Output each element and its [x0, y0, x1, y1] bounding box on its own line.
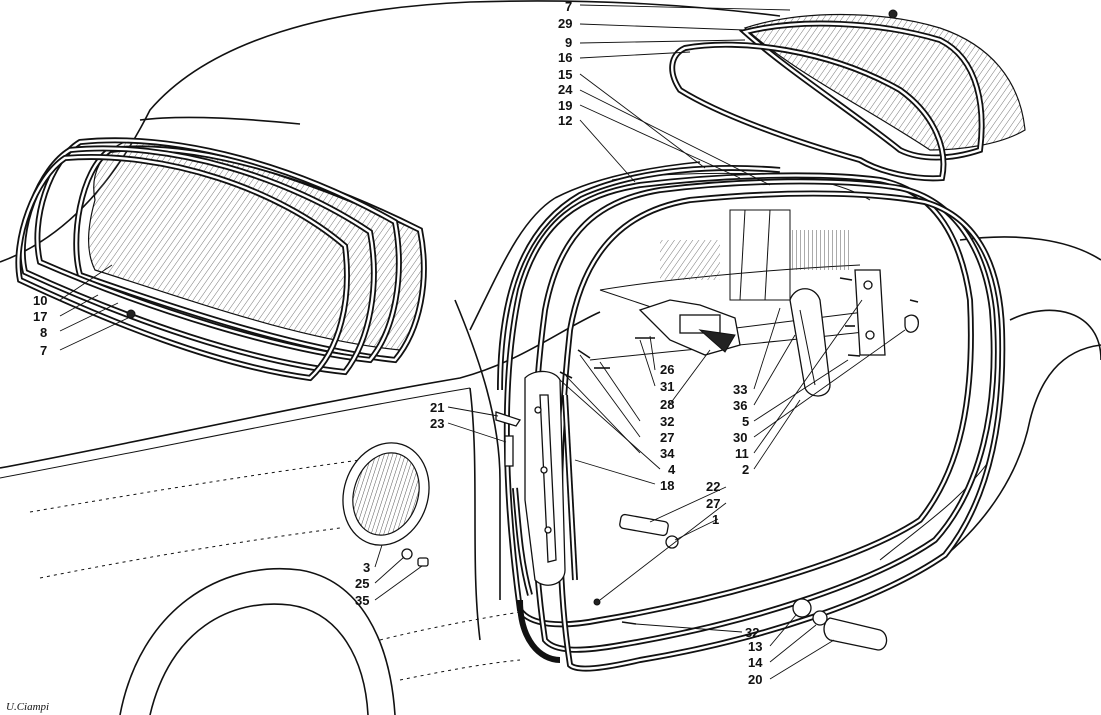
callout-24: 24 — [558, 82, 573, 97]
callout-13: 13 — [748, 639, 762, 654]
callout-22: 22 — [706, 479, 720, 494]
callout-35: 35 — [355, 593, 369, 608]
callout-29: 29 — [558, 16, 572, 31]
rear-window-assembly — [15, 137, 427, 382]
callout-33: 33 — [733, 382, 747, 397]
callout-20: 20 — [748, 672, 762, 687]
callout-31: 31 — [660, 379, 674, 394]
callout-11: 11 — [735, 446, 749, 461]
callout-36: 36 — [733, 398, 747, 413]
callout-21: 21 — [430, 400, 444, 415]
callout-27-lower: 27 — [706, 496, 720, 511]
callout-9: 9 — [565, 35, 572, 50]
callout-10: 10 — [33, 293, 47, 308]
callout-8: 8 — [40, 325, 47, 340]
callout-2: 2 — [742, 462, 749, 477]
callout-28: 28 — [660, 397, 674, 412]
callout-27-upper: 27 — [660, 430, 674, 445]
interior-cabin — [589, 209, 881, 361]
callout-30: 30 — [733, 430, 747, 445]
callout-labels: 7 29 9 16 15 24 19 12 10 17 8 7 26 31 28… — [33, 0, 763, 687]
leader-lines — [59, 4, 906, 680]
callout-7-left: 7 — [40, 343, 47, 358]
callout-32-upper: 32 — [660, 414, 674, 429]
callout-26: 26 — [660, 362, 674, 377]
callout-1: 1 — [712, 512, 719, 527]
callout-32-lower: 32 — [745, 625, 759, 640]
callout-25: 25 — [355, 576, 369, 591]
callout-17: 17 — [33, 309, 47, 324]
fuel-filler-cap — [342, 442, 430, 567]
callout-12: 12 — [558, 113, 572, 128]
callout-7-top: 7 — [565, 0, 572, 14]
callout-4: 4 — [668, 462, 676, 477]
door-seal-loops — [497, 165, 1006, 672]
callout-23: 23 — [430, 416, 444, 431]
callout-19: 19 — [558, 98, 572, 113]
artist-signature: U.Ciampi — [6, 701, 49, 713]
callout-18: 18 — [660, 478, 674, 493]
callout-3: 3 — [363, 560, 370, 575]
quarter-window-assembly — [669, 9, 1026, 182]
callout-14: 14 — [748, 655, 763, 670]
door-hardware — [495, 269, 919, 651]
callout-16: 16 — [558, 50, 572, 65]
callout-15: 15 — [558, 67, 572, 82]
callout-5: 5 — [742, 414, 749, 429]
callout-34: 34 — [660, 446, 675, 461]
